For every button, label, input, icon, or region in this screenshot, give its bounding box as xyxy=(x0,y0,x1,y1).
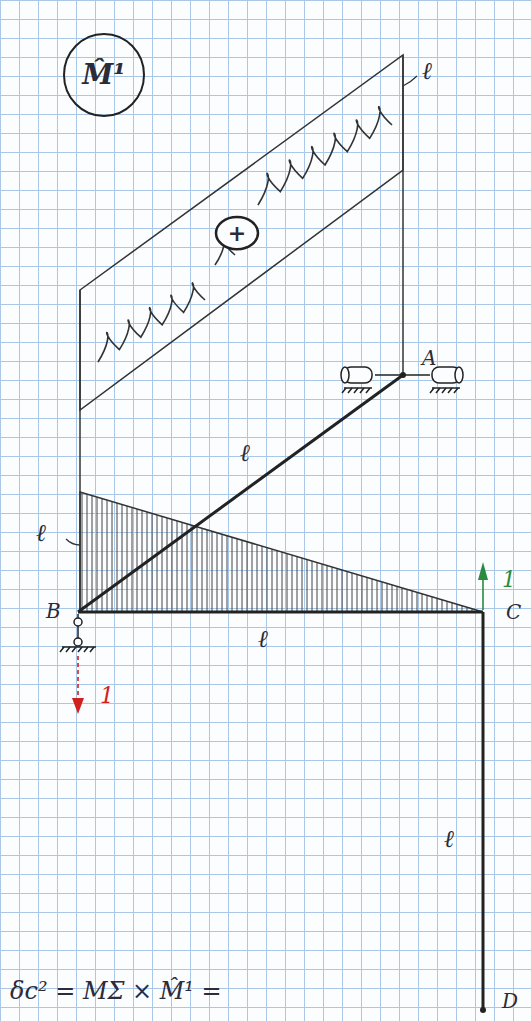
joint-label: C xyxy=(504,601,523,623)
member-ab xyxy=(78,375,403,612)
diagram-title: M̂¹ xyxy=(82,60,125,91)
hatch-loops xyxy=(98,107,392,362)
joint-label: D xyxy=(500,990,520,1012)
force-label: 1 xyxy=(98,684,116,708)
roller-support xyxy=(341,367,463,393)
diagram-title-circle: M̂¹ xyxy=(62,32,146,118)
unit-force xyxy=(77,656,79,700)
dimension-label: ℓ xyxy=(256,626,270,652)
sign-mark: + xyxy=(228,221,246,245)
joint-label: B xyxy=(44,600,63,622)
member-bc xyxy=(78,611,483,614)
dimension-label: ℓ xyxy=(34,520,48,546)
unit-force xyxy=(482,575,484,610)
pin-support xyxy=(60,614,96,652)
force-label: 1 xyxy=(500,568,518,592)
member-cd xyxy=(482,612,485,1010)
joint-label: A xyxy=(420,347,438,369)
dimension-label: ℓ xyxy=(420,58,434,84)
formula-label: δc² = MΣ × M̂¹ = xyxy=(8,978,224,1004)
moment-triangle xyxy=(80,492,483,612)
dimension-label: ℓ xyxy=(238,440,252,466)
dimension-label: ℓ xyxy=(442,826,456,852)
sign-oval: + xyxy=(214,215,260,251)
